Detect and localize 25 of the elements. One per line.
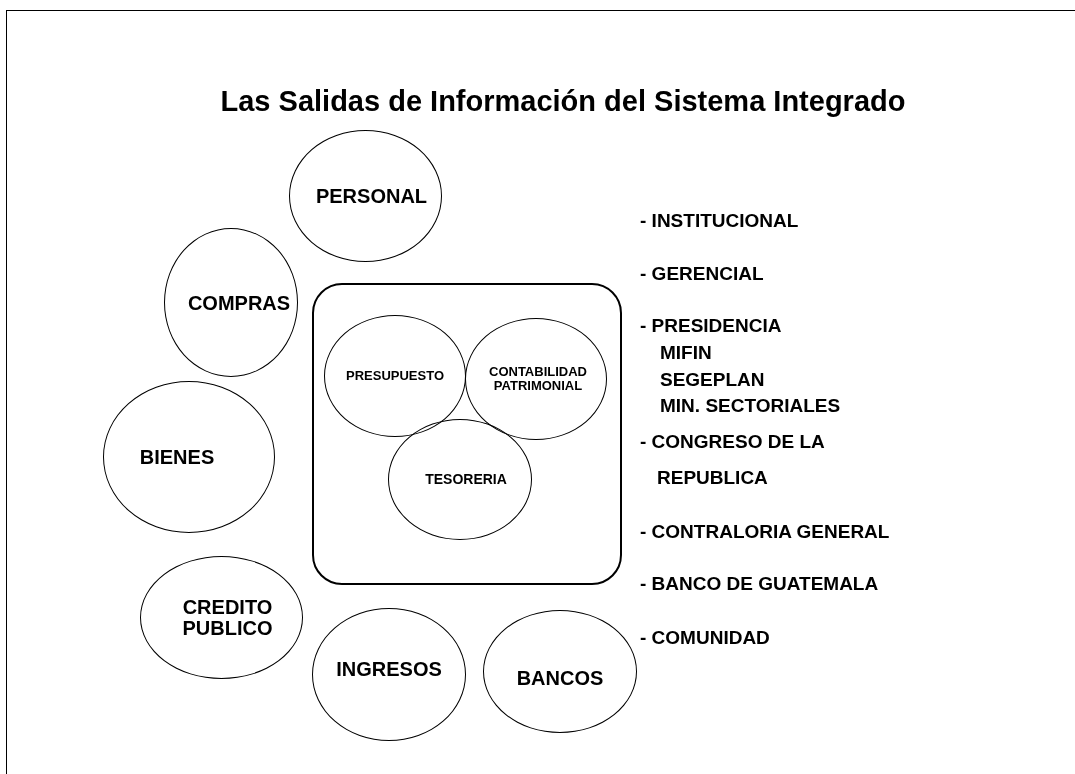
list-item: MIFIN — [660, 341, 713, 365]
ellipse — [388, 419, 532, 540]
node-label: COMPRAS — [186, 290, 291, 316]
title: Las Salidas de Información del Sistema Integrado — [219, 84, 907, 119]
list-item: - PRESIDENCIA — [640, 314, 783, 338]
list-item: - GERENCIAL — [640, 262, 765, 286]
list-item: - COMUNIDAD — [640, 626, 771, 650]
list-item: - INSTITUCIONAL — [640, 209, 800, 233]
node-label: INGRESOS — [336, 656, 442, 682]
ellipse — [140, 556, 303, 679]
list-item: - BANCO DE GUATEMALA — [640, 572, 880, 596]
node-label: BANCOS — [516, 665, 604, 691]
rounded-box — [312, 283, 622, 585]
ellipse — [483, 610, 637, 733]
ellipse — [312, 608, 466, 741]
node-label: PERSONAL — [314, 184, 428, 209]
list-item: - CONGRESO DE LA REPUBLICA — [640, 430, 826, 490]
node-label: BIENES — [139, 445, 216, 470]
node-label: PRESUPUESTO — [345, 367, 445, 386]
node-label: TESORERIA — [424, 470, 507, 489]
list-item: MIN. SECTORIALES — [660, 394, 842, 418]
node-label: CREDITO PUBLICO — [181, 596, 274, 639]
list-item: - CONTRALORIA GENERAL — [640, 520, 891, 544]
node-label: CONTABILIDAD PATRIMONIAL — [488, 365, 588, 393]
list-item: SEGEPLAN — [660, 368, 766, 392]
